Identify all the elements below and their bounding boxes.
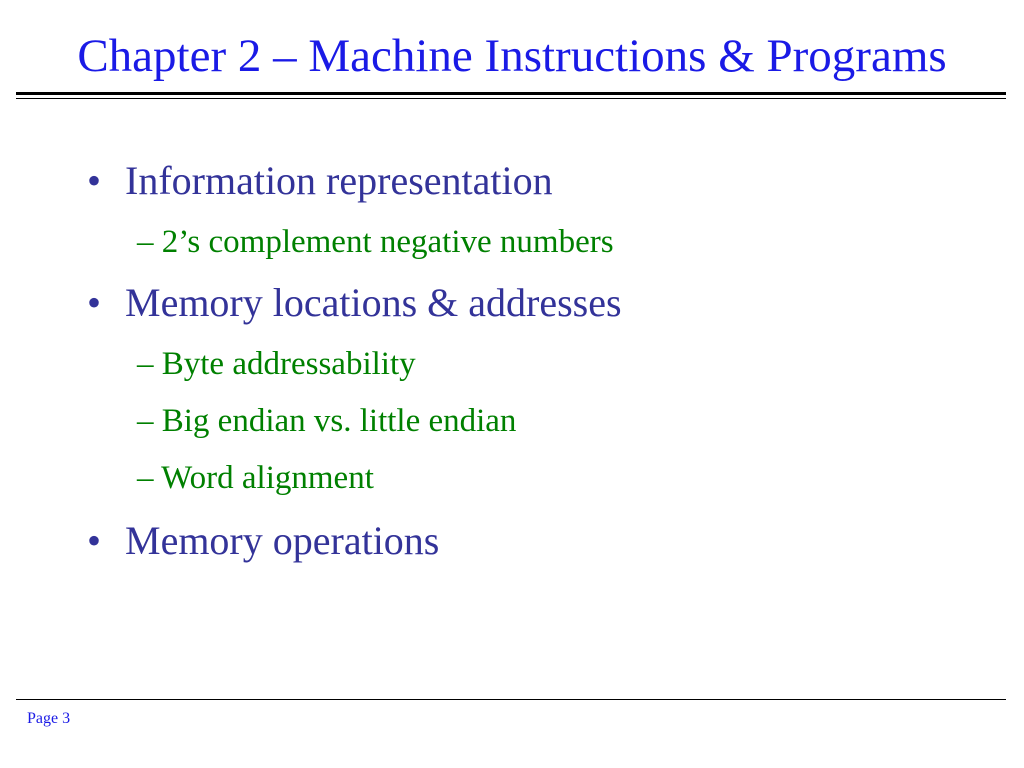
bullet-text: Information representation [125,158,553,203]
bullet-text: Memory locations & addresses [125,280,622,325]
bullet-dot: • [87,280,102,325]
sub-bullet-item: – Big endian vs. little endian [137,403,517,439]
title-rule-thin [16,98,1006,99]
bullet-item: • Memory locations & addresses [87,280,622,326]
bullet-dot: • [87,158,102,203]
sub-bullet-item: – 2’s complement negative numbers [137,224,614,260]
sub-bullet-item: – Byte addressability [137,346,416,382]
footer-rule [16,699,1006,700]
bullet-dot: • [87,518,102,563]
slide-title: Chapter 2 – Machine Instructions & Progr… [77,30,947,82]
bullet-text: Memory operations [125,518,440,563]
bullet-item: • Memory operations [87,518,439,564]
bullet-item: • Information representation [87,158,553,204]
page-number: Page 3 [27,710,71,727]
title-rule-thick [16,92,1006,95]
sub-bullet-item: – Word alignment [137,460,374,496]
